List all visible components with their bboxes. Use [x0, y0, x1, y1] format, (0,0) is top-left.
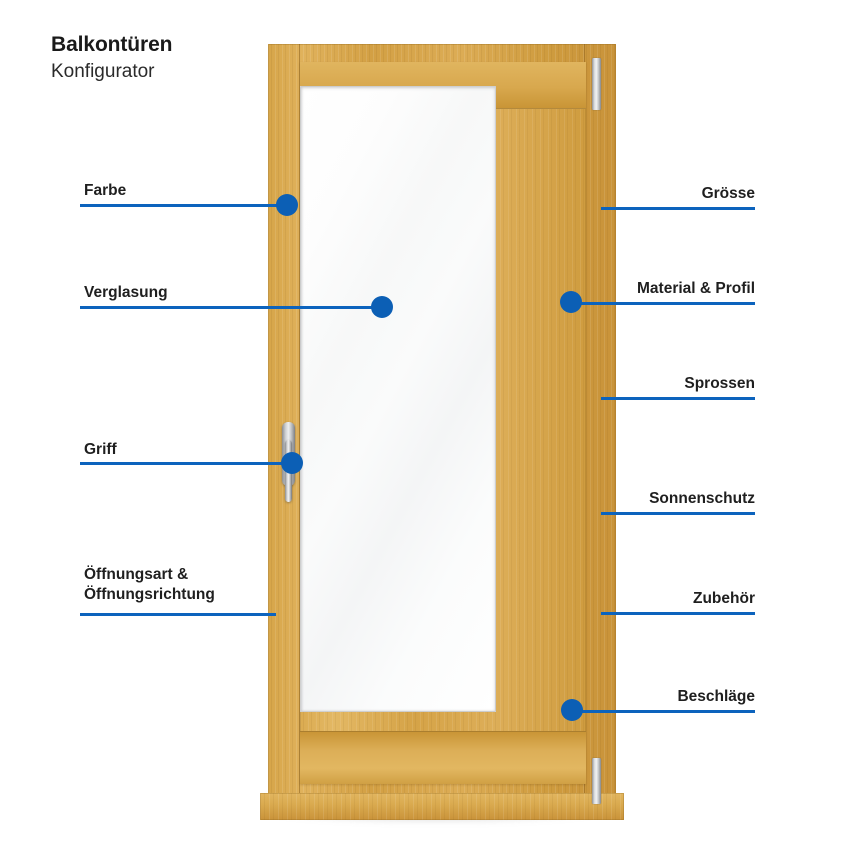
callout-label-oeffnungsart-line2: Öffnungsrichtung	[84, 586, 215, 604]
callout-label-verglasung[interactable]: Verglasung	[84, 284, 168, 301]
leader-line-verglasung	[80, 306, 382, 309]
callout-label-groesse[interactable]: Grösse	[701, 185, 755, 202]
callout-label-material-profil[interactable]: Material & Profil	[637, 280, 755, 297]
callout-label-zubehoer[interactable]: Zubehör	[693, 590, 755, 607]
page-header: Balkontüren Konfigurator	[51, 32, 261, 84]
leader-line-beschlaege	[572, 710, 755, 713]
glass-panel[interactable]	[300, 86, 496, 712]
leader-dot-farbe[interactable]	[276, 194, 298, 216]
leader-line-farbe	[80, 204, 286, 207]
callout-label-oeffnungsart[interactable]: Öffnungsart & Öffnungsrichtung	[84, 565, 284, 606]
callout-label-beschlaege[interactable]: Beschläge	[677, 688, 755, 705]
callout-label-sonnenschutz[interactable]: Sonnenschutz	[649, 490, 755, 507]
page-title: Balkontüren	[51, 33, 173, 56]
balcony-door-illustration	[255, 40, 624, 830]
leader-dot-beschlaege[interactable]	[561, 699, 583, 721]
callout-label-farbe[interactable]: Farbe	[84, 182, 127, 199]
frame-joint-left	[299, 44, 300, 804]
sash-bottom-rail	[300, 731, 586, 784]
leader-line-griff	[80, 462, 292, 465]
leader-line-material-profil	[571, 302, 755, 305]
hinge-top-icon[interactable]	[592, 58, 601, 110]
callout-label-oeffnungsart-line1: Öffnungsart &	[84, 566, 189, 583]
leader-dot-verglasung[interactable]	[371, 296, 393, 318]
callout-label-griff[interactable]: Griff	[84, 441, 117, 458]
leader-dot-material-profil[interactable]	[560, 291, 582, 313]
leader-line-sonnenschutz	[601, 512, 755, 515]
hinge-bottom-icon[interactable]	[592, 758, 601, 804]
leader-line-sprossen	[601, 397, 755, 400]
leader-line-zubehoer	[601, 612, 755, 615]
callout-label-sprossen[interactable]: Sprossen	[684, 375, 755, 392]
leader-dot-griff[interactable]	[281, 452, 303, 474]
page-subtitle: Konfigurator	[51, 60, 155, 82]
door-sill	[260, 793, 624, 820]
leader-line-groesse	[601, 207, 755, 210]
leader-line-oeffnungsart	[80, 613, 276, 616]
